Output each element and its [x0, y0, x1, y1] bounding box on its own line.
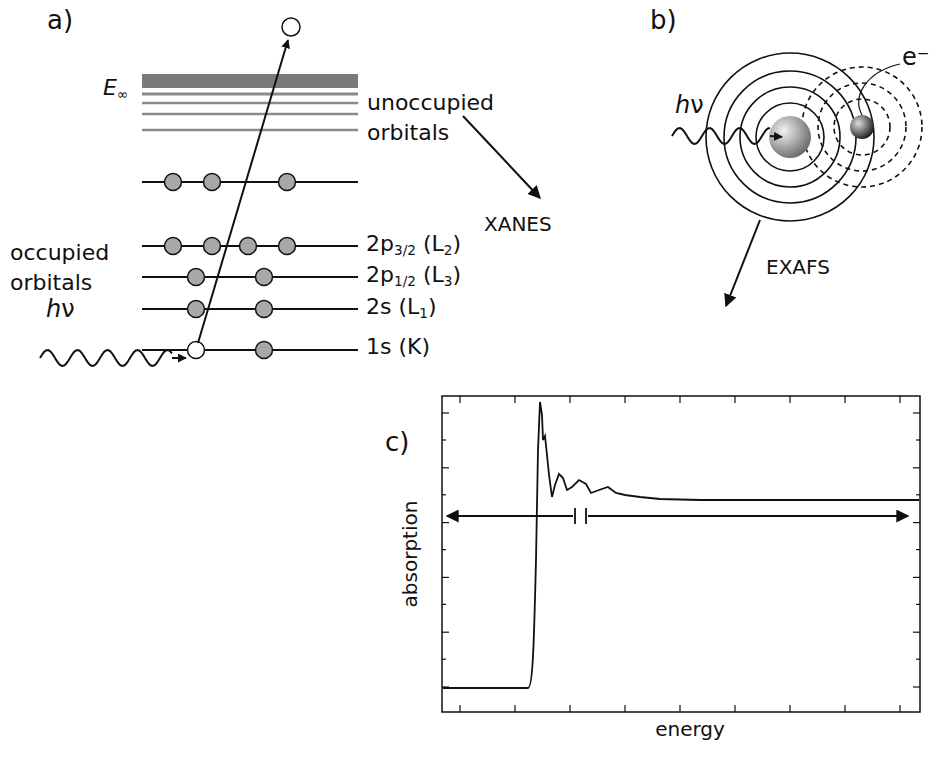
method-label: EXAFS: [766, 256, 830, 278]
axis-label: energy: [655, 718, 725, 740]
axis-tick: [679, 705, 680, 712]
electron-label: e⁻: [902, 44, 929, 70]
excitation-arrow: [198, 40, 288, 343]
axis-tick: [442, 494, 446, 495]
scatterer-waves: [802, 67, 922, 187]
axis-tick: [442, 412, 449, 413]
axis-tick: [442, 467, 449, 468]
axis-tick: [442, 549, 446, 550]
exafs-range: [588, 515, 908, 517]
axis-tick: [916, 439, 920, 440]
scatterer-atom: [850, 115, 874, 139]
axis-tick: [899, 705, 900, 712]
axis-tick: [913, 686, 920, 687]
axis-tick: [459, 396, 460, 403]
axis-tick: [442, 659, 446, 660]
unoccupied-band: [142, 74, 358, 130]
axis-tick: [913, 467, 920, 468]
band-label: occupied orbitals: [10, 238, 120, 297]
photon-label: hν: [46, 296, 75, 322]
axis-tick: [916, 604, 920, 605]
level-label: 2s (L1): [366, 295, 437, 321]
photon-arrow: [172, 357, 186, 359]
absorption-curve: [443, 402, 919, 688]
axis-tick: [459, 705, 460, 712]
axis-tick: [789, 705, 790, 712]
axis-label: absorption: [399, 501, 421, 608]
axis-tick: [442, 577, 449, 578]
axis-tick: [734, 705, 735, 712]
axis-tick: [734, 396, 735, 403]
axis-tick: [916, 549, 920, 550]
axis-tick: [514, 705, 515, 712]
axis-tick: [514, 396, 515, 403]
electron-leader: [859, 64, 900, 115]
axis-tick: [442, 522, 449, 523]
photon-wave: [40, 350, 172, 366]
axis-tick: [789, 396, 790, 403]
panel-label: a): [47, 6, 73, 35]
axis-tick: [913, 522, 920, 523]
axis-tick: [913, 412, 920, 413]
xanes-arrow: [463, 116, 540, 198]
photon-wave: [672, 128, 770, 144]
axis-tick: [624, 705, 625, 712]
axis-tick: [442, 632, 449, 633]
axis-tick: [442, 604, 446, 605]
panel-label: b): [650, 6, 677, 35]
range-bar: [585, 508, 587, 524]
occupied-levels: [142, 182, 358, 350]
axis-tick: [913, 577, 920, 578]
exafs-arrow: [726, 220, 760, 306]
axis-tick: [844, 705, 845, 712]
level-label: E∞: [103, 76, 128, 102]
electrons: [165, 18, 301, 359]
method-label: XANES: [484, 213, 552, 235]
axis-tick: [569, 396, 570, 403]
axis-tick: [442, 439, 446, 440]
axis-tick: [916, 659, 920, 660]
range-bar: [574, 508, 576, 524]
plot-frame: [442, 396, 920, 712]
axis-tick: [679, 396, 680, 403]
absorber-atom: [769, 116, 811, 158]
axis-tick: [899, 396, 900, 403]
axis-tick: [569, 705, 570, 712]
photon-label: hν: [675, 92, 704, 118]
axis-tick: [913, 632, 920, 633]
axis-tick: [844, 396, 845, 403]
axis-tick: [916, 494, 920, 495]
xanes-range: [447, 515, 573, 517]
axis-ticks: [442, 396, 920, 712]
level-label: 2p3/2 (L2): [366, 232, 461, 258]
band-label: unoccupied orbitals: [367, 88, 487, 147]
level-label: 2p1/2 (L3): [366, 263, 461, 289]
axis-tick: [624, 396, 625, 403]
photon-arrow: [770, 136, 782, 137]
panel-label: c): [385, 428, 409, 457]
level-label: 1s (K): [366, 335, 430, 359]
